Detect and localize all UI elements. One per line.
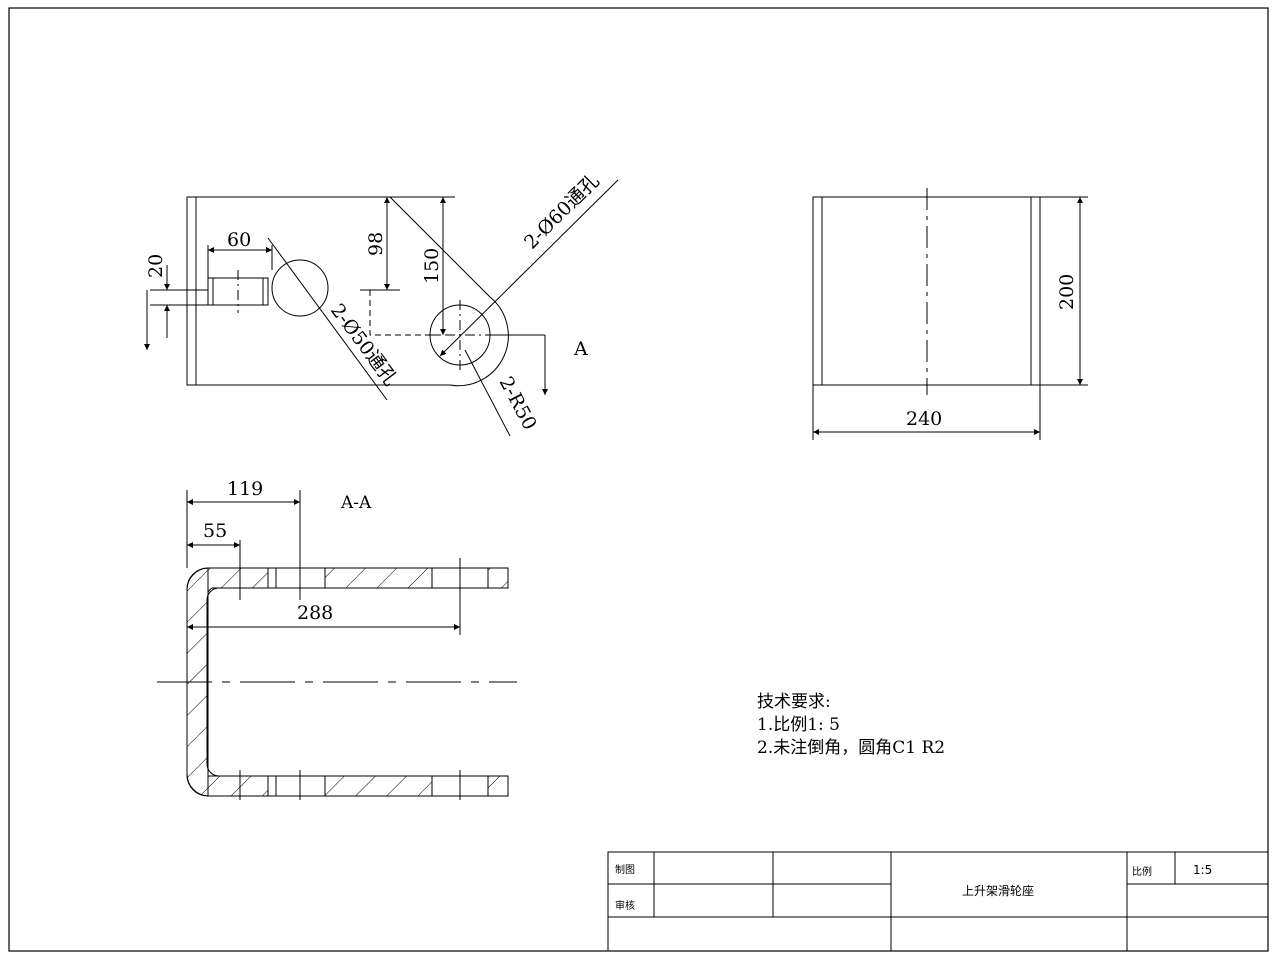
notes-line-1: 1.比例1: 5 (757, 715, 840, 735)
sheet-border (8, 7, 1269, 952)
side-view (812, 188, 1088, 440)
dim-60-label: 60 (227, 229, 251, 251)
section-outline (186, 567, 509, 797)
dim-240-label: 240 (906, 408, 942, 430)
dim-119-label: 119 (227, 478, 263, 500)
scale-label: 比例 (1132, 865, 1152, 878)
side-view-labels: 200 240 (906, 274, 1078, 430)
section-view (157, 490, 517, 800)
title-block-labels: 制图 审核 上升架滑轮座 比例 1:5 (615, 863, 1212, 912)
drawn-label: 制图 (615, 863, 635, 876)
part-name: 上升架滑轮座 (962, 883, 1034, 898)
section-title: A-A (340, 493, 372, 513)
section-mark-a: A (573, 338, 588, 360)
dim-98-label: 98 (365, 232, 387, 256)
front-view (144, 179, 619, 437)
radius-label: 2-R50 (495, 373, 541, 434)
hole-50-label: 2-Ø50通孔 (326, 300, 402, 390)
hole-50 (271, 259, 329, 317)
technical-notes: 技术要求: 1.比例1: 5 2.未注倒角，圆角C1 R2 (757, 692, 945, 758)
dim-55-label: 55 (203, 520, 227, 542)
front-outline (186, 196, 509, 387)
title-block (607, 851, 1269, 952)
dim-20-label: 20 (145, 254, 167, 278)
hidden-line (369, 290, 440, 336)
hole-60-label: 2-Ø60通孔 (520, 170, 604, 254)
notes-heading: 技术要求: (757, 692, 831, 712)
dim-150-label: 150 (421, 248, 443, 284)
dim-200-label: 200 (1056, 274, 1078, 310)
notes-line-2: 2.未注倒角，圆角C1 R2 (757, 738, 945, 758)
scale-value: 1:5 (1193, 863, 1212, 877)
section-view-labels: A-A 119 55 288 (203, 478, 372, 624)
dim-288-label: 288 (297, 602, 333, 624)
front-view-labels: 60 20 98 150 2-Ø60通孔 2-Ø50通孔 2-R50 A (145, 170, 604, 434)
checked-label: 审核 (615, 899, 635, 912)
